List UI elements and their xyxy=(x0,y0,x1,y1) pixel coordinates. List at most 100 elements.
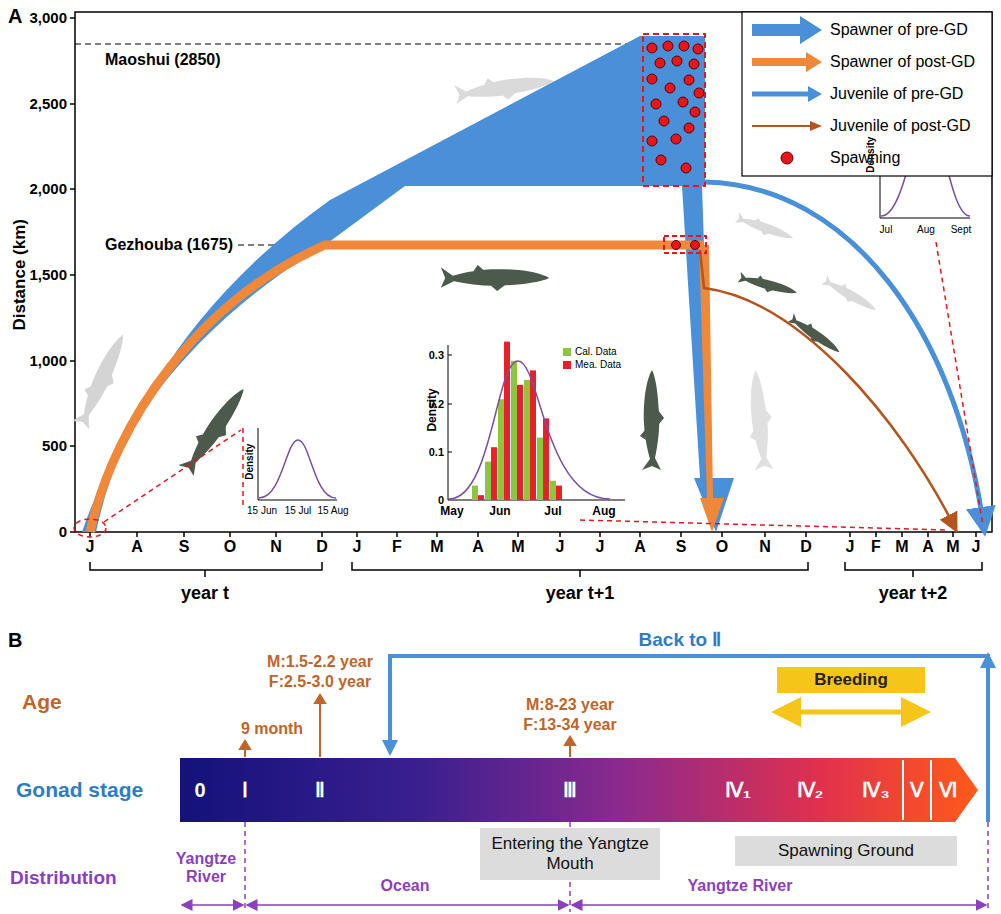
text-label: 0.3 xyxy=(429,349,444,362)
drawing-part xyxy=(511,361,517,500)
drawing-part xyxy=(550,481,556,500)
text-label: 0.1 xyxy=(429,446,444,459)
drawing-part xyxy=(70,360,75,362)
drawing-part xyxy=(90,562,982,577)
drawing-part xyxy=(240,741,250,749)
drawing-part xyxy=(952,532,954,537)
drawing-part xyxy=(569,822,571,827)
drawing-part xyxy=(647,74,657,84)
text-label: F xyxy=(871,538,881,556)
drawing-part xyxy=(656,155,666,165)
text-label: 3,000 xyxy=(29,9,67,26)
drawing-part xyxy=(651,99,661,109)
text-label: Aug xyxy=(917,224,935,236)
drawing-part xyxy=(258,428,337,500)
drawing-part xyxy=(436,532,438,537)
drawing-part xyxy=(672,56,682,66)
drawing-part xyxy=(805,532,807,537)
text-label: M xyxy=(430,538,443,556)
legend-label: Spawner of post-GD xyxy=(830,53,975,71)
drawing-part xyxy=(448,345,625,500)
drawing-part xyxy=(90,562,322,577)
drawing-part xyxy=(517,385,523,500)
drawing-part xyxy=(70,18,75,532)
text-label: 0.2 xyxy=(429,398,444,411)
drawing-part xyxy=(315,695,325,703)
legend-label: Juvenile of pre-GD xyxy=(830,85,963,103)
drawing-part xyxy=(82,36,705,532)
drawing-part xyxy=(70,330,134,431)
text-label: A xyxy=(8,5,22,28)
drawing-part xyxy=(680,532,682,537)
gonad-stage-label: Ⅳ₂ xyxy=(797,779,824,802)
drawing-part xyxy=(875,532,877,537)
drawing-part xyxy=(752,52,822,72)
drawing-part xyxy=(244,822,246,912)
text-label: Jun xyxy=(489,505,510,519)
text-label: Gonad stage xyxy=(16,778,143,802)
drawing-part xyxy=(70,17,75,19)
drawing-part xyxy=(74,242,983,537)
drawing-part xyxy=(75,43,643,44)
drawing-part xyxy=(647,136,657,146)
drawing-part xyxy=(556,486,562,500)
drawing-part xyxy=(70,103,75,105)
text-label: M:8-23 year xyxy=(526,696,614,714)
drawing-part xyxy=(90,532,976,537)
text-label: Cal. Data xyxy=(575,346,617,358)
text-label: M xyxy=(946,538,959,556)
drawing-part xyxy=(478,495,484,500)
text-label: D xyxy=(316,538,328,556)
text-label: Mea. Data xyxy=(575,359,621,371)
drawing-part xyxy=(734,211,795,245)
drawing-part xyxy=(183,532,185,537)
drawing-part xyxy=(849,532,851,537)
text-label: Jul xyxy=(880,224,893,236)
text-label: O xyxy=(716,538,728,556)
drawing-part xyxy=(491,447,497,500)
drawing-part xyxy=(647,41,704,250)
drawing-part xyxy=(639,532,641,537)
gonad-stage-label: Ⅵ xyxy=(939,779,957,802)
drawing-part xyxy=(752,125,812,127)
drawing-part xyxy=(136,532,138,537)
drawing-part xyxy=(752,92,810,97)
text-label: Aug xyxy=(592,505,615,519)
drawing-part xyxy=(180,758,978,822)
drawing-part xyxy=(781,152,793,164)
text-label: J xyxy=(846,538,855,556)
drawing-part xyxy=(504,342,510,500)
text-label: Maoshui (2850) xyxy=(105,51,221,69)
text-label: Sept xyxy=(951,224,972,236)
drawing-part xyxy=(659,116,669,126)
text-label: B xyxy=(8,629,22,652)
text-label: May xyxy=(440,505,463,519)
drawing-part xyxy=(679,41,689,51)
drawing-part xyxy=(693,44,703,54)
text-label: year t xyxy=(181,583,229,604)
drawing-part xyxy=(559,532,561,537)
drawing-part xyxy=(245,822,988,912)
text-label: Yangtze River xyxy=(688,877,793,895)
text-label: M xyxy=(895,538,908,556)
text-label: Density xyxy=(426,388,440,431)
text-label: A xyxy=(131,538,143,556)
drawing-part xyxy=(74,519,106,537)
drawing-part xyxy=(90,245,704,532)
drawing-part xyxy=(742,12,992,176)
drawing-part xyxy=(820,274,879,316)
drawing-part xyxy=(472,342,562,500)
drawing-part xyxy=(744,369,777,471)
drawing-part xyxy=(259,440,336,498)
text-label: Distribution xyxy=(10,867,117,889)
text-label: M xyxy=(511,538,524,556)
drawing-part xyxy=(70,274,75,276)
drawing-part xyxy=(664,236,706,253)
text-label: Back to Ⅱ xyxy=(639,629,722,651)
drawing-part xyxy=(580,520,948,530)
text-label: J xyxy=(353,538,362,556)
text-label: F:2.5-3.0 year xyxy=(269,673,371,691)
drawing-part xyxy=(810,121,822,131)
